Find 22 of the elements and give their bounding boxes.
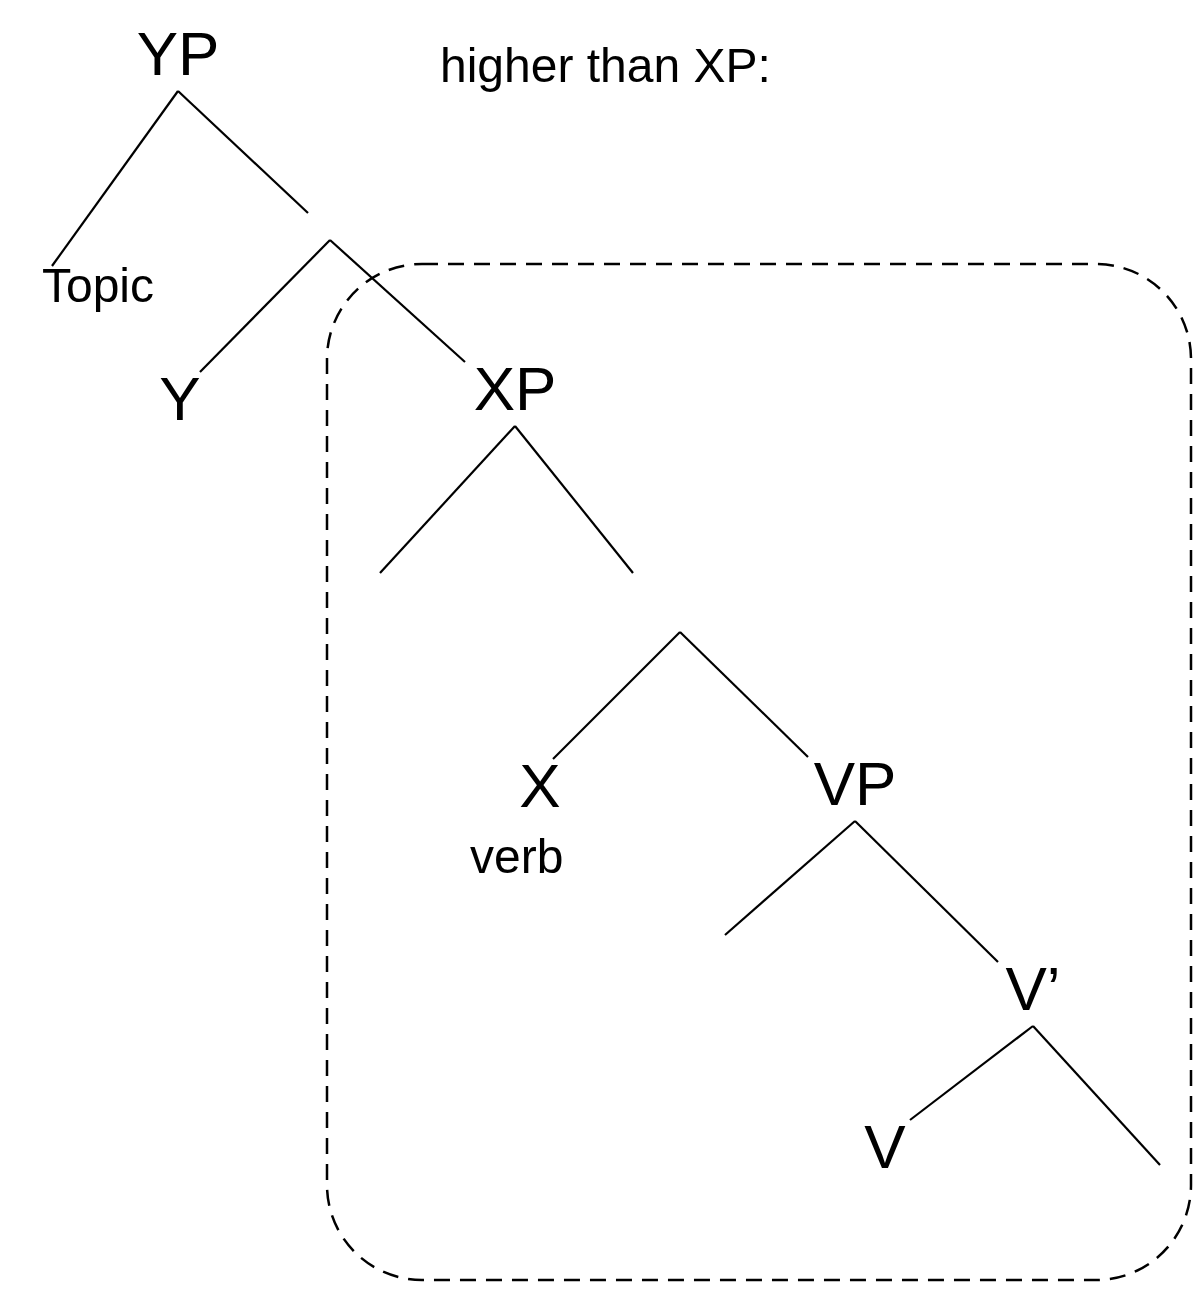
tree-branch xyxy=(51,90,179,267)
tree-node-label: Y xyxy=(158,368,202,430)
tree-branch xyxy=(724,820,856,936)
node-annotation: verb xyxy=(470,833,564,881)
tree-branch xyxy=(177,90,309,214)
tree-branch xyxy=(679,631,809,758)
tree-branch xyxy=(909,1025,1034,1121)
tree-node-label: VP xyxy=(812,753,898,815)
tree-node-label: V’ xyxy=(1004,958,1062,1020)
tree-branch xyxy=(854,820,999,963)
tree-node-label: Topic xyxy=(40,262,156,310)
tree-node-label: V xyxy=(863,1116,907,1178)
tree-branch xyxy=(199,239,331,373)
heading-text: higher than XP: xyxy=(440,42,771,90)
tree-node-label: YP xyxy=(135,23,221,85)
tree-branch xyxy=(514,425,634,574)
tree-branch xyxy=(1032,1025,1161,1166)
tree-node-label: X xyxy=(518,755,562,817)
tree-branch xyxy=(329,239,466,363)
tree-node-label: XP xyxy=(472,358,558,420)
tree-branch xyxy=(552,631,681,760)
tree-branch xyxy=(379,425,516,574)
